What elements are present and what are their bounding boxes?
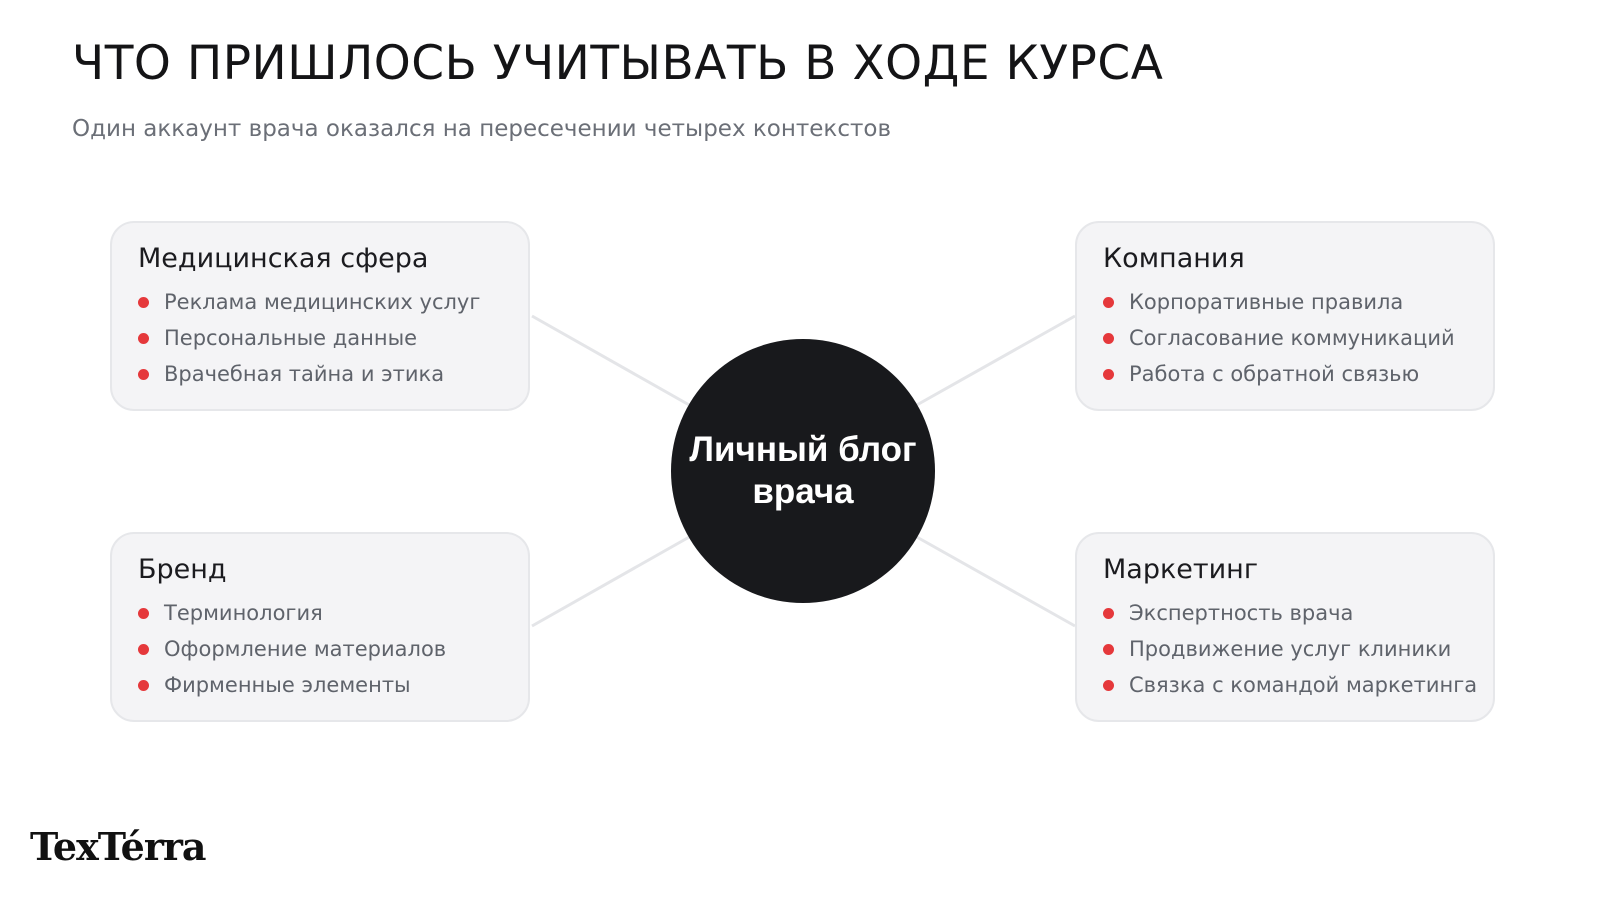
bullet-dot-icon — [1103, 643, 1114, 655]
card-title: Бренд — [138, 554, 227, 585]
bullet-dot-icon — [1103, 607, 1114, 619]
bullet-dot-icon — [138, 368, 149, 380]
page-subtitle: Один аккаунт врача оказался на пересечен… — [72, 116, 891, 142]
list-item-label: Оформление материалов — [164, 637, 447, 661]
bullet-dot-icon — [1103, 368, 1114, 380]
connector-brand — [531, 534, 692, 628]
list-item: Работа с обратной связью — [1103, 356, 1467, 392]
list-item-label: Реклама медицинских услуг — [164, 290, 481, 314]
list-item: Связка с командой маркетинга — [1103, 667, 1477, 703]
bullet-dot-icon — [138, 607, 149, 619]
center-node-label: Личный блог врача — [689, 430, 917, 511]
bullet-dot-icon — [1103, 679, 1114, 691]
list-item: Экспертность врача — [1103, 595, 1467, 631]
bullet-dot-icon — [138, 643, 149, 655]
list-item-label: Персональные данные — [164, 326, 418, 350]
list-item: Фирменные элементы — [138, 667, 502, 703]
list-item-label: Корпоративные правила — [1129, 290, 1404, 314]
list-item-label: Экспертность врача — [1129, 601, 1354, 625]
card-brand: Бренд Терминология Оформление материалов… — [110, 532, 530, 722]
card-title: Маркетинг — [1103, 554, 1259, 585]
card-title: Компания — [1103, 243, 1245, 274]
list-item-label: Врачебная тайна и этика — [164, 362, 445, 386]
bullet-dot-icon — [138, 332, 149, 344]
page-title: ЧТО ПРИШЛОСЬ УЧИТЫВАТЬ В ХОДЕ КУРСА — [72, 36, 1164, 91]
bullet-dot-icon — [1103, 296, 1114, 308]
list-item-label: Продвижение услуг клиники — [1129, 637, 1452, 661]
brand-logo: TexTérra — [30, 824, 207, 869]
list-item: Реклама медицинских услуг — [138, 284, 502, 320]
list-item-label: Фирменные элементы — [164, 673, 411, 697]
list-item: Согласование коммуникаций — [1103, 320, 1467, 356]
bullet-dot-icon — [1103, 332, 1114, 344]
list-item: Врачебная тайна и этика — [138, 356, 502, 392]
connector-marketing — [914, 534, 1076, 628]
card-company: Компания Корпоративные правила Согласова… — [1075, 221, 1495, 411]
list-item: Персональные данные — [138, 320, 502, 356]
list-item-label: Согласование коммуникаций — [1129, 326, 1455, 350]
list-item-label: Работа с обратной связью — [1129, 362, 1420, 386]
list-item: Корпоративные правила — [1103, 284, 1467, 320]
list-item: Продвижение услуг клиники — [1103, 631, 1467, 667]
card-title: Медицинская сфера — [138, 243, 429, 274]
list-item-label: Связка с командой маркетинга — [1129, 673, 1478, 697]
center-node: Личный блог врача — [671, 339, 935, 603]
connector-company — [914, 314, 1076, 408]
card-medical: Медицинская сфера Реклама медицинских ус… — [110, 221, 530, 411]
list-item: Терминология — [138, 595, 502, 631]
list-item: Оформление материалов — [138, 631, 502, 667]
connector-medical — [531, 314, 692, 408]
bullet-dot-icon — [138, 296, 149, 308]
card-marketing: Маркетинг Экспертность врача Продвижение… — [1075, 532, 1495, 722]
list-item-label: Терминология — [164, 601, 323, 625]
bullet-dot-icon — [138, 679, 149, 691]
